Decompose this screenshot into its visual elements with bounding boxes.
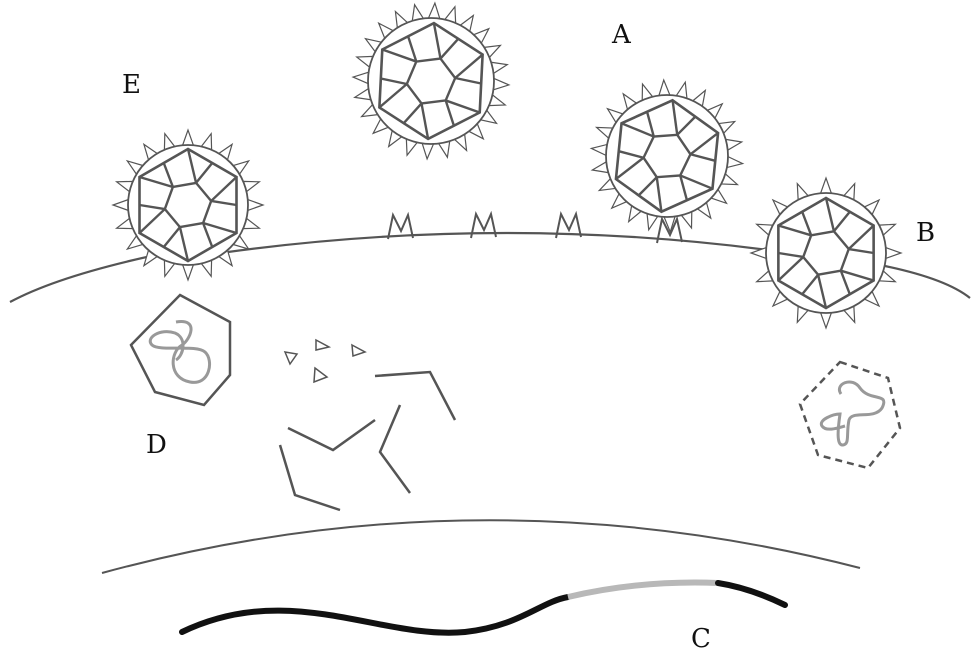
capsid-broken-pieces: [280, 372, 455, 510]
capsid-protein-fragments: [285, 340, 365, 382]
bound-virion: [591, 80, 742, 232]
host-dna-end: [718, 583, 785, 605]
entering-virion: [113, 130, 263, 280]
label-a: A: [612, 22, 631, 48]
integrated-viral-dna: [568, 583, 718, 597]
free-virion: [353, 3, 509, 159]
label-c: C: [691, 626, 711, 652]
budding-virion: [751, 178, 901, 328]
label-e: E: [122, 72, 141, 98]
capsid-with-genome: [131, 295, 230, 405]
assembling-capsid: [800, 362, 900, 468]
label-d: D: [146, 432, 167, 458]
nuclear-membrane: [102, 520, 860, 573]
label-b: B: [916, 220, 935, 246]
host-dna: [182, 597, 568, 633]
receptor: [471, 214, 496, 238]
viral-genome: [150, 322, 209, 383]
viral-genome: [821, 382, 884, 445]
